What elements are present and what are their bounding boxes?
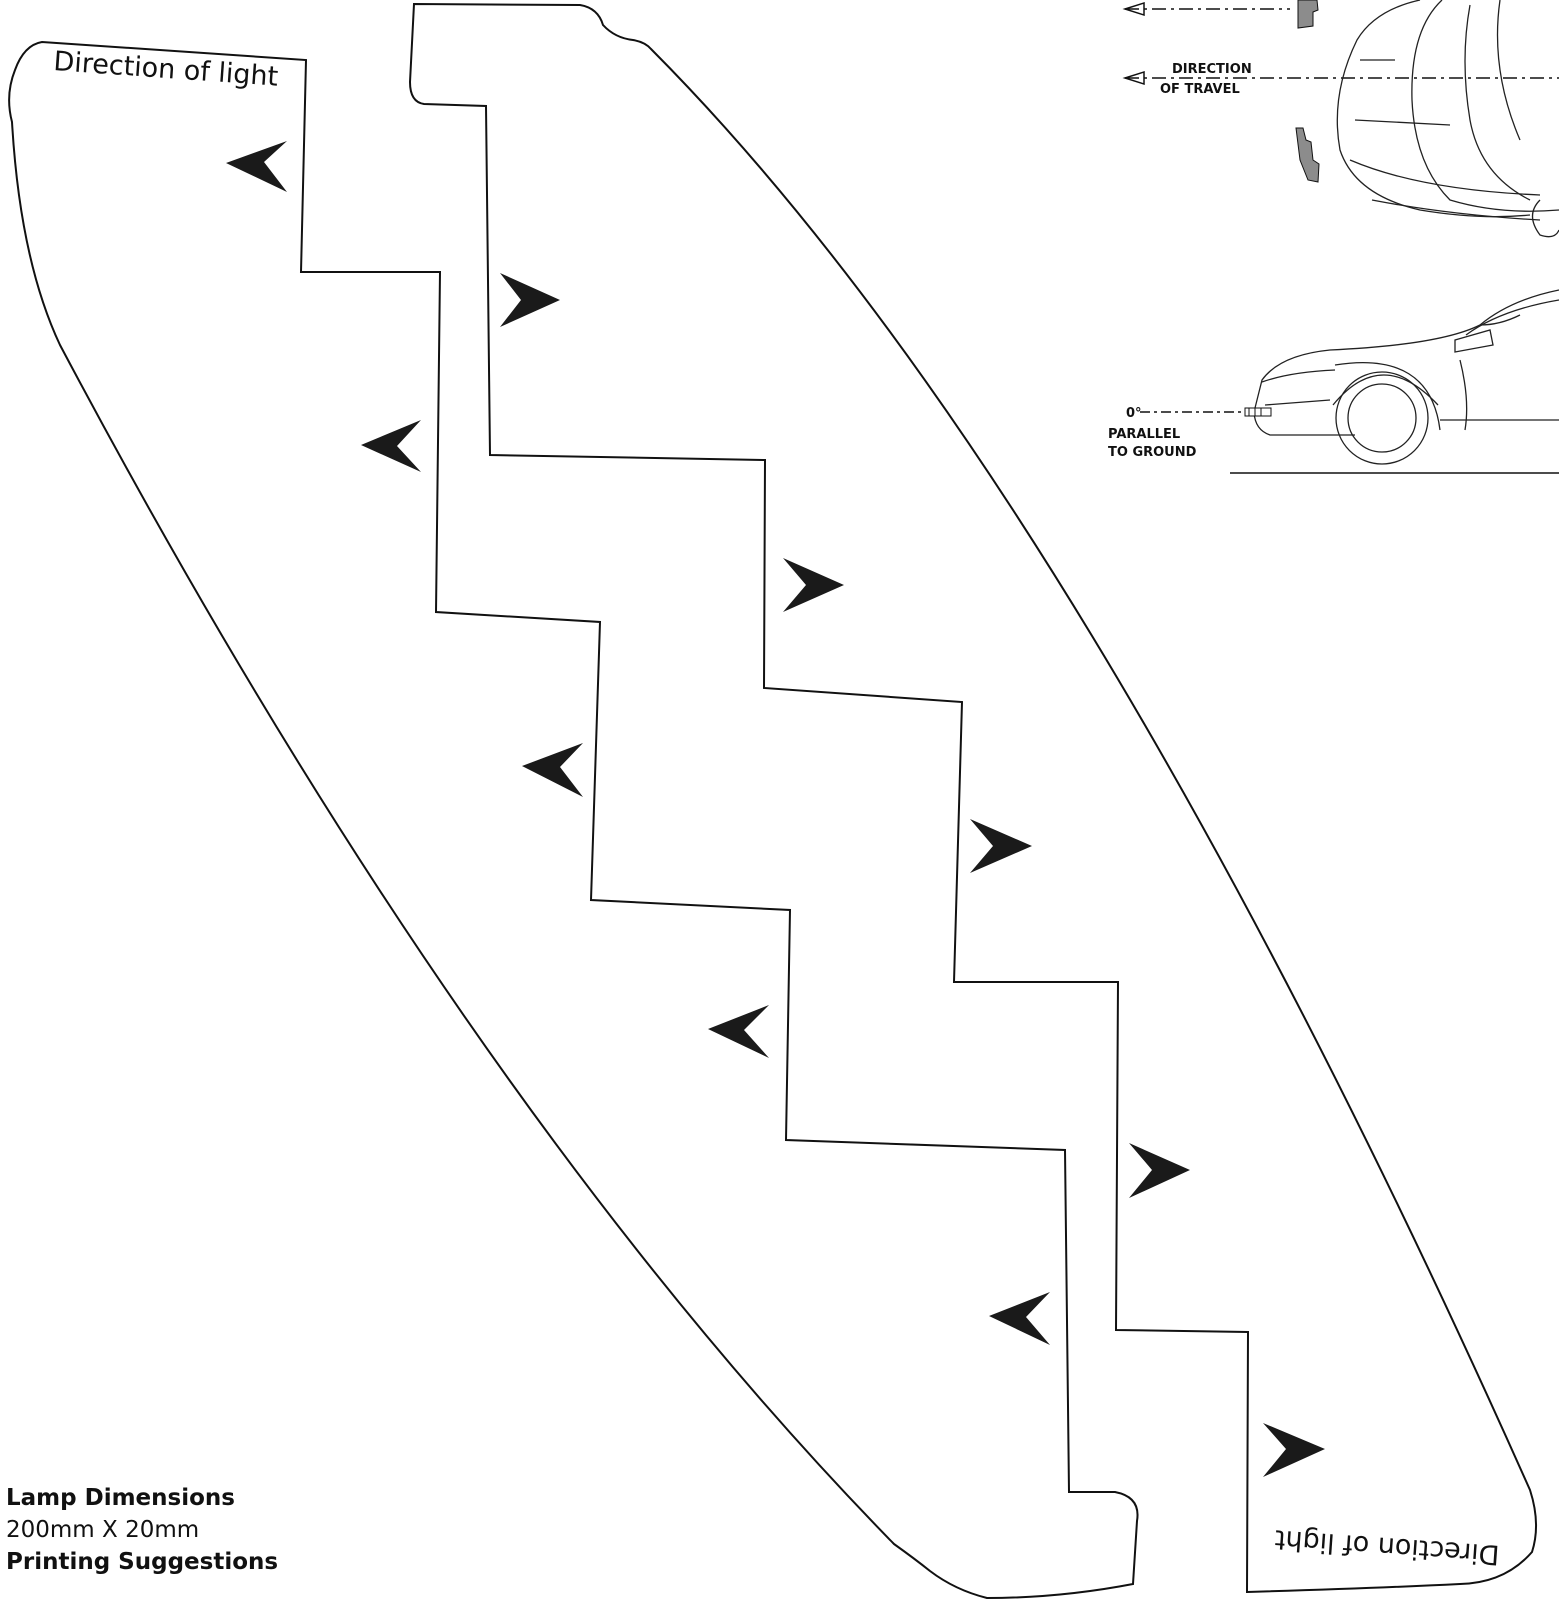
car-side-view (1253, 289, 1559, 436)
right-arrow-icon (500, 273, 560, 327)
left-arrow-icon (226, 141, 287, 192)
left-arrow-icon (522, 743, 583, 797)
right-arrow-icon (970, 819, 1032, 873)
car-top-view (1336, 0, 1559, 238)
wheel-inner (1347, 383, 1417, 453)
lamp-marker-upper (1297, 0, 1319, 29)
direction-of-travel-label-2: OF TRAVEL (1160, 82, 1240, 97)
car-reference-diagram: DIRECTION OF TRAVEL (1108, 0, 1559, 474)
right-template-outline (408, 2, 1538, 1594)
printing-suggestions-heading: Printing Suggestions (6, 1549, 279, 1575)
right-arrow-icon (783, 558, 844, 612)
lamp-dimensions-value: 200mm X 20mm (6, 1517, 200, 1543)
lamp-marker-side (1244, 407, 1272, 417)
right-arrow-icon (1129, 1143, 1190, 1198)
lamp-marker-lower (1295, 127, 1320, 183)
left-arrow-icon (989, 1292, 1050, 1345)
right-arrow-icon (1263, 1423, 1325, 1477)
parallel-to-ground-label-2: TO GROUND (1108, 445, 1197, 460)
left-arrow-icon (361, 420, 421, 472)
zero-degree-label: 0° (1126, 406, 1142, 421)
wheel-outer (1335, 371, 1429, 465)
parallel-to-ground-label: PARALLEL (1108, 427, 1180, 442)
direction-of-travel-label: DIRECTION (1172, 62, 1252, 77)
lamp-dimensions-heading: Lamp Dimensions (6, 1485, 235, 1511)
left-template-outline (8, 40, 1139, 1600)
left-arrow-icon (708, 1005, 769, 1058)
